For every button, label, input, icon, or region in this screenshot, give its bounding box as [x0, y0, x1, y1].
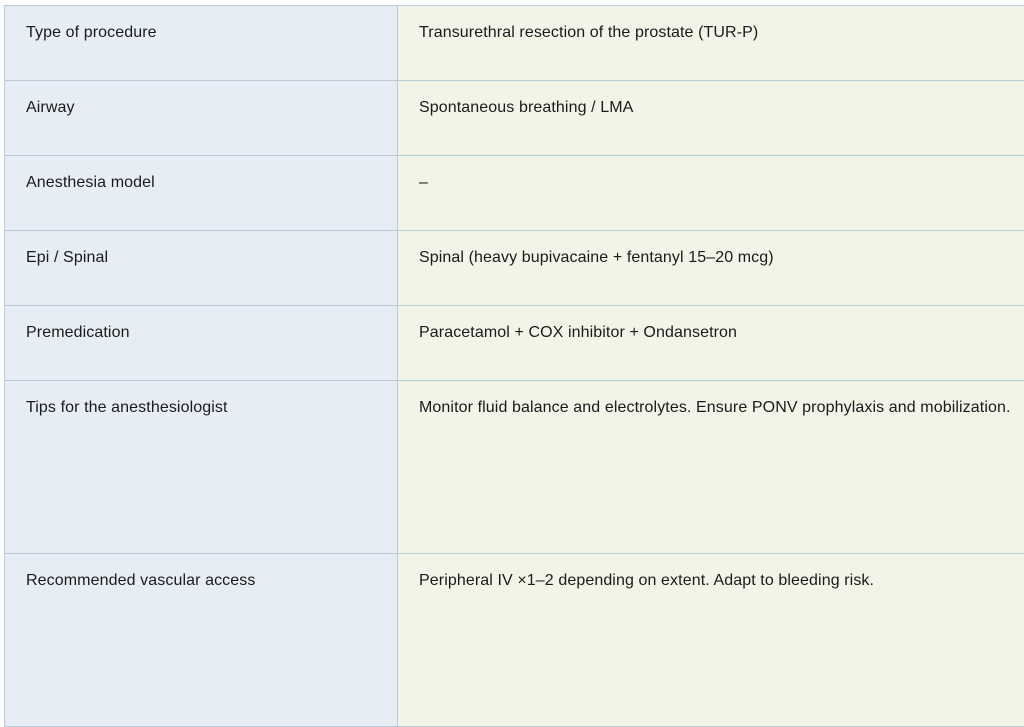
row-value-cell: Paracetamol + COX inhibitor + Ondansetro… [398, 306, 1024, 381]
procedure-info-table: Type of procedure Transurethral resectio… [4, 5, 1024, 727]
table-row: Tips for the anesthesiologist Monitor fl… [5, 381, 1024, 554]
table-row: Recommended vascular access Peripheral I… [5, 554, 1024, 727]
row-label-text: Recommended vascular access [26, 570, 397, 592]
row-value-text: Paracetamol + COX inhibitor + Ondansetro… [419, 322, 1024, 344]
table-row: Premedication Paracetamol + COX inhibito… [5, 306, 1024, 381]
row-value-cell: Monitor fluid balance and electrolytes. … [398, 381, 1024, 554]
row-label-cell: Anesthesia model [5, 156, 398, 231]
row-value-text: – [419, 172, 1024, 194]
row-value-text: Peripheral IV ×1–2 depending on extent. … [419, 570, 1024, 592]
row-label-text: Epi / Spinal [26, 247, 397, 269]
row-label-cell: Tips for the anesthesiologist [5, 381, 398, 554]
row-value-cell: Spontaneous breathing / LMA [398, 81, 1024, 156]
row-label-text: Type of procedure [26, 22, 397, 44]
row-value-cell: Spinal (heavy bupivacaine + fentanyl 15–… [398, 231, 1024, 306]
row-label-text: Tips for the anesthesiologist [26, 397, 397, 419]
row-value-cell: Peripheral IV ×1–2 depending on extent. … [398, 554, 1024, 727]
row-value-text: Spontaneous breathing / LMA [419, 97, 1024, 119]
table-row: Airway Spontaneous breathing / LMA [5, 81, 1024, 156]
row-label-cell: Epi / Spinal [5, 231, 398, 306]
row-value-text: Monitor fluid balance and electrolytes. … [419, 397, 1024, 419]
row-label-cell: Recommended vascular access [5, 554, 398, 727]
table-row: Epi / Spinal Spinal (heavy bupivacaine +… [5, 231, 1024, 306]
row-label-cell: Premedication [5, 306, 398, 381]
table-body: Type of procedure Transurethral resectio… [5, 6, 1024, 727]
row-label-text: Airway [26, 97, 397, 119]
row-value-cell: – [398, 156, 1024, 231]
row-value-cell: Transurethral resection of the prostate … [398, 6, 1024, 81]
row-value-text: Spinal (heavy bupivacaine + fentanyl 15–… [419, 247, 1024, 269]
row-label-text: Premedication [26, 322, 397, 344]
table-row: Anesthesia model – [5, 156, 1024, 231]
row-label-cell: Airway [5, 81, 398, 156]
table-row: Type of procedure Transurethral resectio… [5, 6, 1024, 81]
row-label-cell: Type of procedure [5, 6, 398, 81]
row-value-text: Transurethral resection of the prostate … [419, 22, 1024, 44]
page-canvas: Type of procedure Transurethral resectio… [0, 0, 1024, 613]
row-label-text: Anesthesia model [26, 172, 397, 194]
